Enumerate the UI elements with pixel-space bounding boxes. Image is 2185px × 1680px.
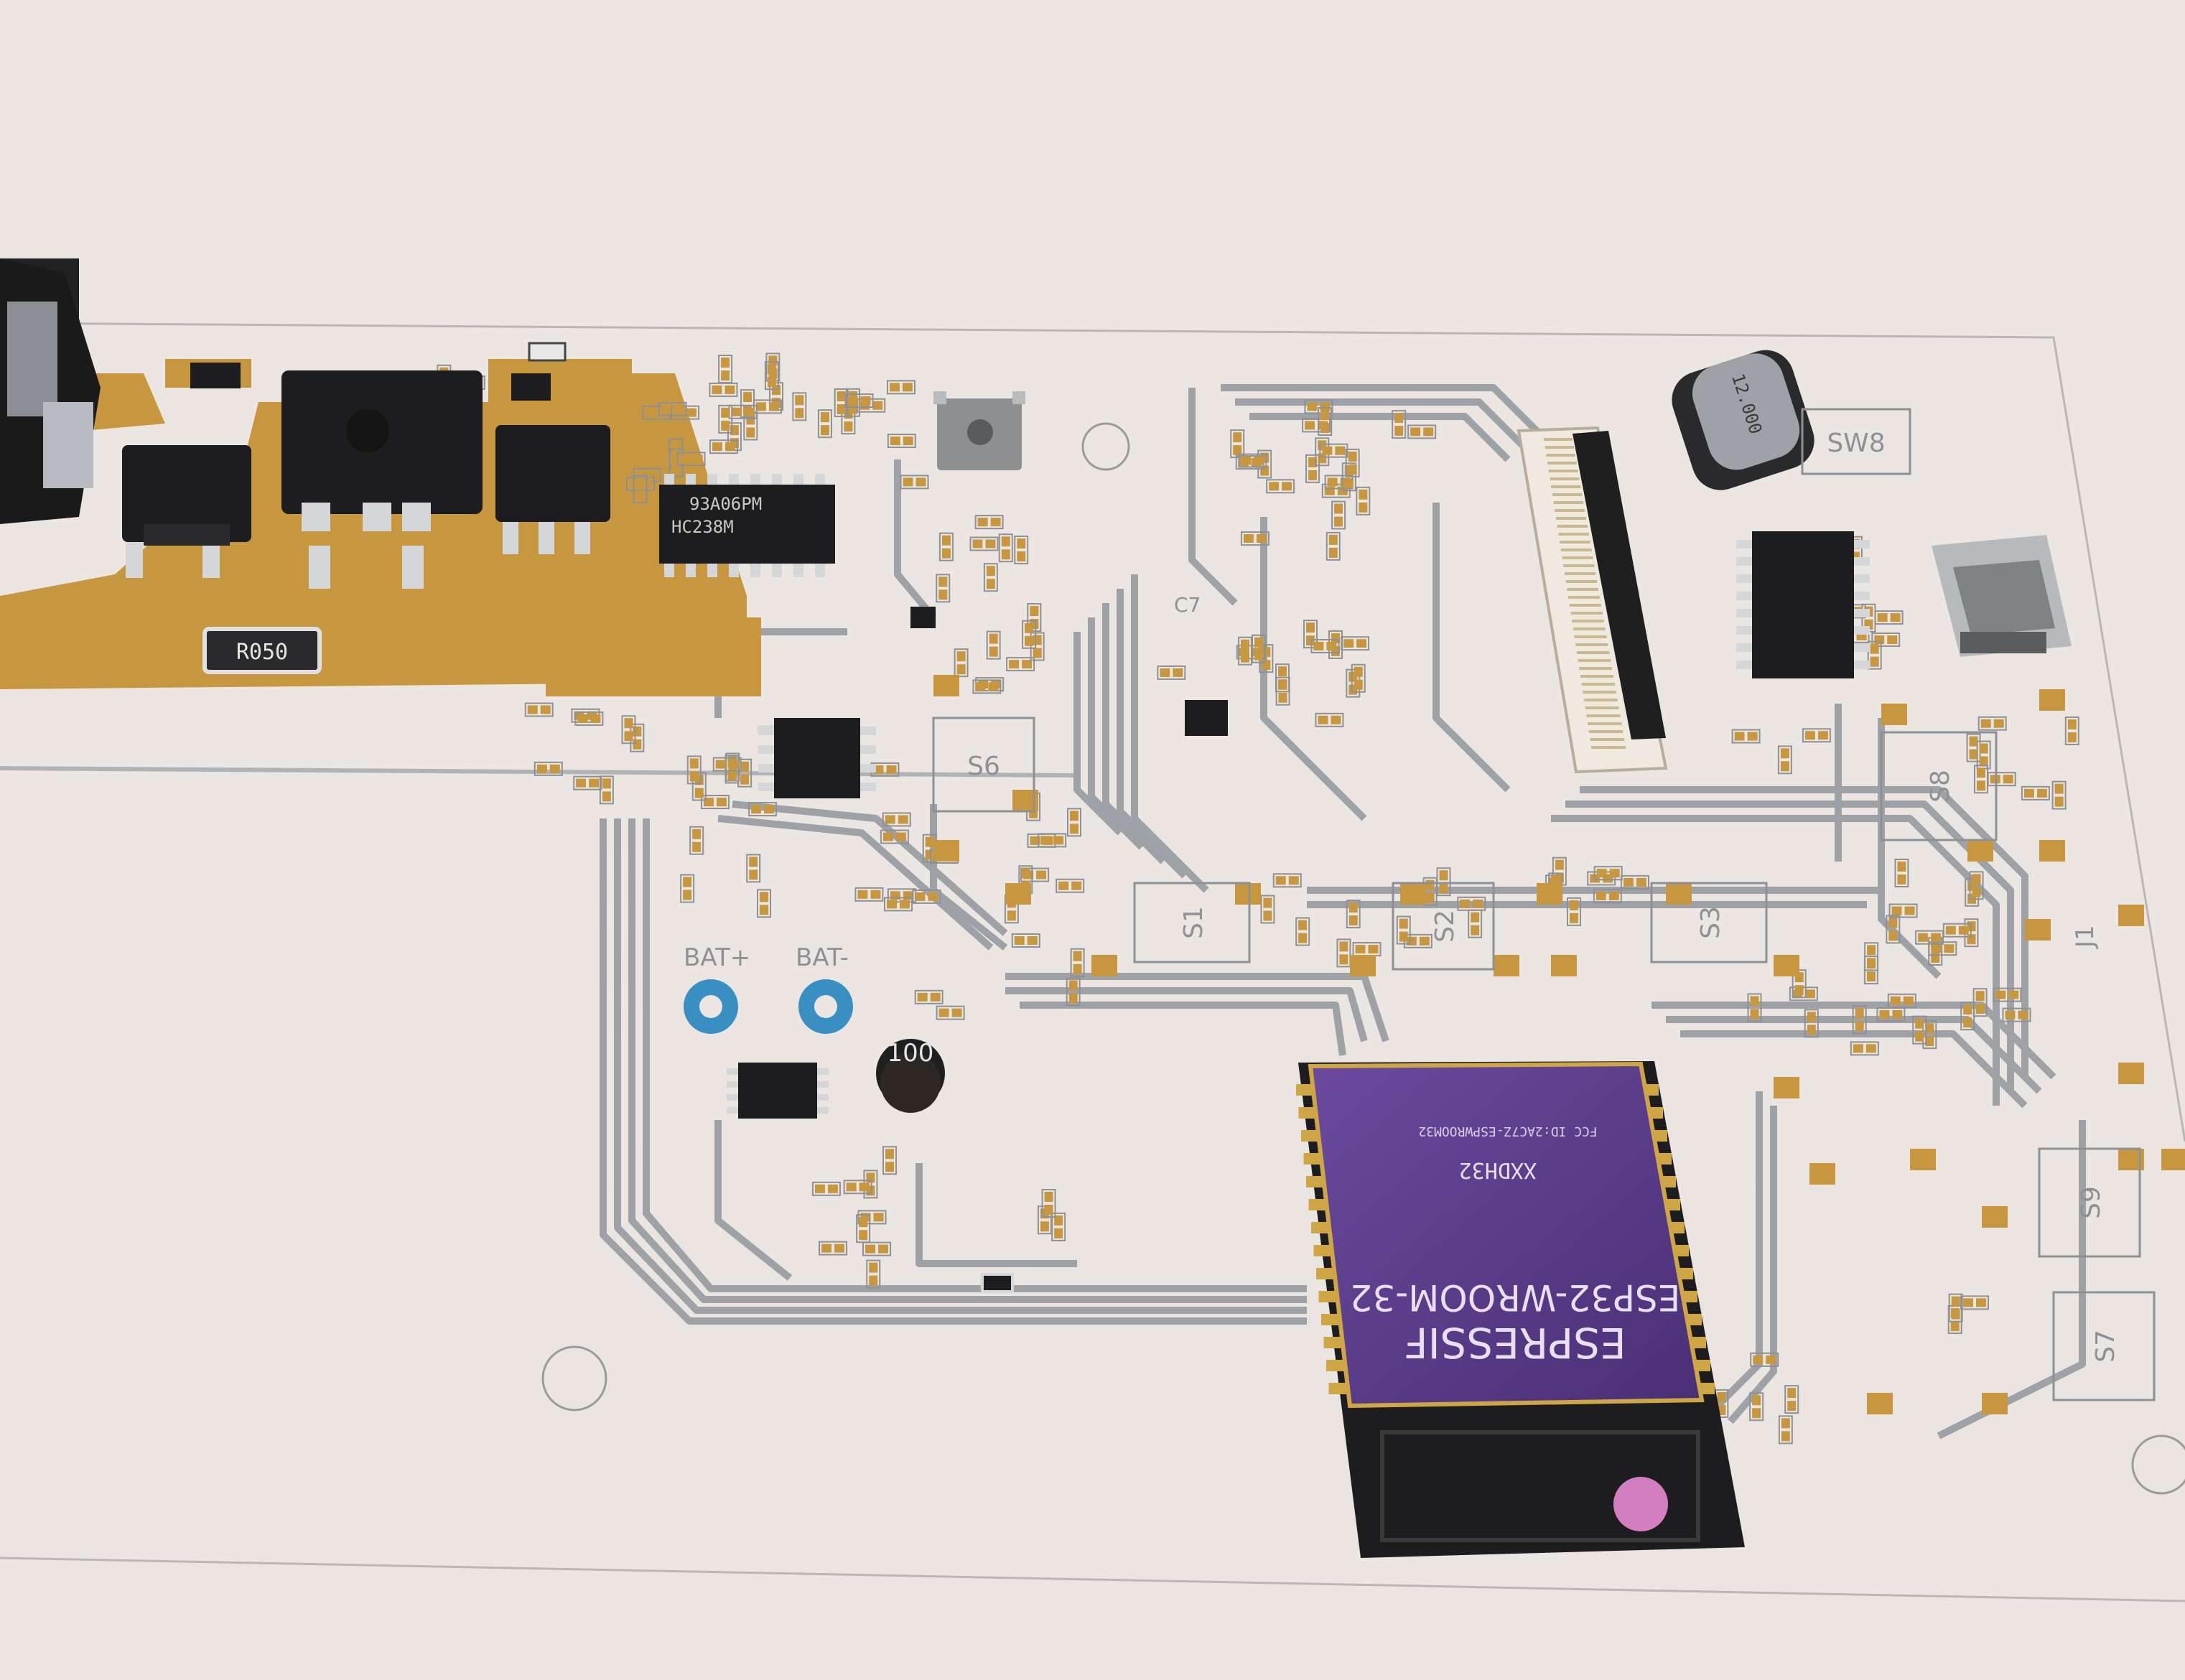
jumper-label: J1: [2071, 925, 2100, 949]
ic-marking-line1: 93A06PM: [689, 494, 762, 514]
dpak-regulator-1: [122, 445, 251, 578]
switch-label: SW8: [1827, 429, 1885, 458]
mounting-hole: [2131, 1434, 2185, 1495]
bat-minus-label: BAT-: [796, 943, 849, 972]
sot23-transistor: [910, 607, 936, 628]
resistor-marking: R050: [236, 640, 288, 665]
crystal-oscillator: 12.000: [1672, 350, 1814, 490]
smd-transistor: [511, 373, 551, 401]
fpc-connector: [1517, 426, 1668, 774]
module-brand: ESPRESSIF: [1404, 1318, 1626, 1367]
bat-plus-label: BAT+: [684, 943, 750, 972]
antenna-trace: [1380, 1430, 1700, 1542]
pink-marker-dot: [1613, 1477, 1668, 1531]
smd-diode: [190, 363, 241, 388]
switch-label: S7: [2091, 1330, 2120, 1363]
board-outline: [0, 322, 2185, 1142]
tactile-switch: [933, 391, 1025, 470]
switch-label: S2: [1430, 910, 1460, 943]
connector-component: [0, 258, 101, 524]
switch-label: S3: [1696, 906, 1725, 939]
sot23-regulator: [1185, 700, 1228, 736]
smd-capacitor-bottom: [981, 1273, 1014, 1293]
ref-c7-label: C7: [1174, 593, 1201, 617]
board-outline-bottom: [0, 1557, 2185, 1602]
smd-capacitor: [528, 342, 567, 362]
switch-label: S1: [1179, 906, 1208, 939]
switch-label: S6: [967, 752, 1000, 781]
ic-soic8: [758, 718, 876, 798]
mounting-hole: [1081, 422, 1130, 471]
dpak-regulator-2: [495, 425, 610, 554]
module-model: ESP32-WROOM-32: [1350, 1277, 1681, 1318]
module-fcc: FCC ID:2AC7Z-ESPWROOM32: [1418, 1124, 1597, 1139]
module-code: XXDH32: [1459, 1157, 1537, 1182]
inductor-marking: 100: [887, 1039, 934, 1068]
power-inductor: 100: [876, 1039, 945, 1113]
ic-marking-line2: HC238M: [671, 517, 734, 537]
battery-terminals: BAT+ BAT-: [684, 943, 853, 1034]
micro-usb-connector: [1932, 535, 2072, 657]
ic-msop: [727, 1063, 829, 1119]
esp32-module: ESPRESSIF ESP32-WROOM-32 XXDH32 FCC ID:2…: [1296, 1061, 1745, 1558]
switch-label: S8: [1926, 770, 1955, 803]
d2pak-regulator: [281, 370, 483, 589]
smd-pads: [428, 353, 2185, 1445]
ic-74hc238: 93A06PM HC238M: [659, 474, 835, 577]
sense-resistor: R050: [202, 627, 322, 674]
ic-usb-serial: [1736, 531, 1870, 678]
mounting-hole: [541, 1345, 607, 1411]
switch-label: S9: [2077, 1186, 2106, 1219]
